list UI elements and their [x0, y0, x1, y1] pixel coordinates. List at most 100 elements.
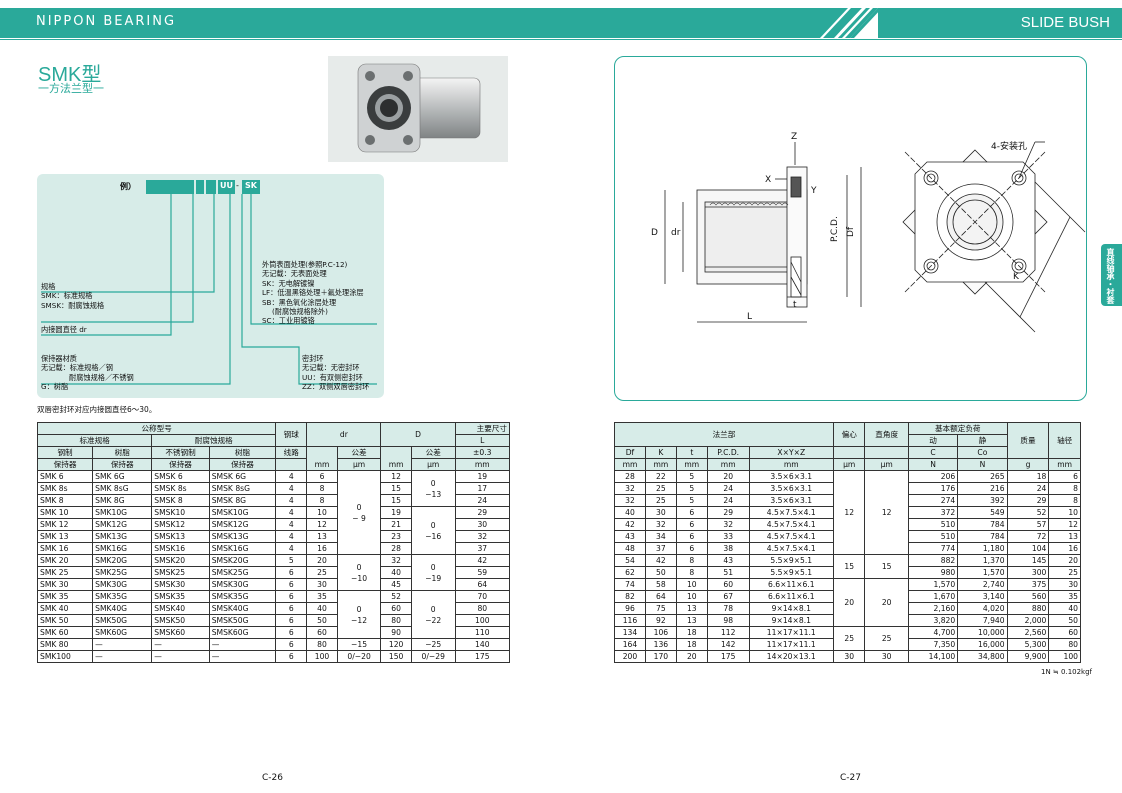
designation-seal-slot [218, 180, 235, 194]
designation-retainer-slot [206, 180, 216, 194]
section-title: SLIDE BUSH [1020, 14, 1110, 31]
table-cell: 62 [614, 566, 646, 579]
table-cell: 106 [644, 626, 677, 639]
table-cell: 92 [644, 614, 677, 627]
spec-std: SMK：标准规格 [41, 291, 93, 301]
table-cell: 35 [306, 590, 338, 603]
table-cell: 43 [706, 554, 750, 567]
table-cell: 5.5×9×5.1 [748, 554, 834, 567]
table-cell: 32 [614, 494, 646, 507]
th-resin2: 树脂 [208, 446, 277, 459]
table-cell: 15 [380, 482, 412, 495]
table-cell: 6 [675, 518, 708, 531]
seal-heading: 密封环 [302, 354, 324, 363]
surface-sb-note: (耐腐蚀规格除外) [272, 307, 328, 317]
table-cell: 98 [706, 614, 750, 627]
table-cell: SMK16G [92, 542, 153, 555]
th-perp: 直角度 [864, 422, 909, 447]
label-z: Z [791, 132, 797, 142]
perpendicularity: 25 [864, 626, 909, 651]
table-cell: 80 [1048, 638, 1081, 651]
perpendicularity: 20 [864, 578, 909, 627]
table-cell: 274 [907, 494, 959, 507]
retainer-notes: 保持器材质 无记载：标准规格／钢 耐腐蚀规格／不锈钢 G：树脂 [41, 354, 134, 392]
table-cell: SMSK50 [151, 614, 210, 627]
table-cell: 2,000 [1006, 614, 1050, 627]
retainer-cor: 耐腐蚀规格／不锈钢 [69, 372, 134, 382]
table-cell: 510 [907, 530, 959, 543]
table-cell: 7,350 [907, 638, 959, 651]
eccentricity: 30 [832, 650, 866, 663]
table-cell: SMK 20 [36, 554, 94, 567]
table-cell: 6 [1048, 470, 1081, 483]
table-cell: 8 [675, 554, 708, 567]
table-cell: 19 [454, 470, 511, 483]
surface-sc: SC：工业用镀铬 [262, 316, 315, 326]
th-dyn: 动 [907, 434, 959, 447]
table-cell: 176 [907, 482, 959, 495]
th-L: L [454, 434, 511, 447]
label-L: L [747, 312, 752, 322]
table-cell: 1,670 [907, 590, 959, 603]
table-cell: 4.5×7.5×4.1 [748, 518, 834, 531]
table-cell: 72 [1006, 530, 1050, 543]
table-cell: 142 [706, 638, 750, 651]
table-cell: SMK 35 [36, 590, 94, 603]
table-cell: 20 [675, 650, 708, 663]
table-cell: 4 [275, 530, 308, 543]
table-cell: 104 [1006, 542, 1050, 555]
table-cell: 216 [957, 482, 1008, 495]
table-cell: 4 [275, 494, 308, 507]
table-cell: 6 [275, 590, 308, 603]
table-cell: 5.5×9×5.1 [748, 566, 834, 579]
dr-tolerance: 0/−20 [336, 650, 382, 663]
table-cell: 13 [306, 530, 338, 543]
table-cell: SMK50G [92, 614, 153, 627]
label-K: K [1013, 272, 1020, 282]
table-cell: SMSK25G [208, 566, 277, 579]
table-cell: 6.6×11×6.1 [748, 590, 834, 603]
drawing-canvas: Z X Y D dr P.C.D. Df t L 4-安装孔 K [651, 132, 1086, 333]
surface-code: SK [245, 181, 257, 190]
label-df: Df [846, 226, 856, 237]
th-c: C [907, 446, 959, 459]
table-cell: 6 [275, 602, 308, 615]
table-cell: 510 [907, 518, 959, 531]
chapter-tab[interactable]: 直线轴承・衬套 [1101, 244, 1122, 306]
table-cell: 4 [275, 506, 308, 519]
table-cell: 17 [454, 482, 511, 495]
unit-cell: mm [675, 458, 708, 471]
table-cell: 40 [306, 602, 338, 615]
designation-series-slot [146, 180, 194, 194]
table-cell: 100 [1048, 650, 1081, 663]
table-cell: 4 [275, 542, 308, 555]
label-mount-holes: 4-安装孔 [991, 140, 1027, 152]
th-dr-um: μm [336, 458, 382, 471]
dr-note: 内接圆直径 dr [41, 325, 87, 334]
table-cell: 24 [706, 494, 750, 507]
table-cell: 60 [306, 626, 338, 639]
table-cell: SMSK12 [151, 518, 210, 531]
table-cell: SMSK 8sG [208, 482, 277, 495]
table-cell: 134 [614, 626, 646, 639]
table-cell: 59 [454, 566, 511, 579]
th-main: 主要尺寸 [454, 422, 511, 435]
table-cell: SMSK60G [208, 626, 277, 639]
table-cell: SMSK40G [208, 602, 277, 615]
eccentricity: 20 [832, 578, 866, 627]
flange-bushing-image [357, 63, 481, 153]
th-D-unit: mm [380, 446, 412, 471]
th-ecc: 偏心 [832, 422, 866, 447]
table-cell: SMSK12G [208, 518, 277, 531]
table-cell: SMK 10 [36, 506, 94, 519]
header-rule [0, 39, 1122, 40]
table-cell: 4.5×7.5×4.1 [748, 506, 834, 519]
table-cell: SMK 6 [36, 470, 94, 483]
